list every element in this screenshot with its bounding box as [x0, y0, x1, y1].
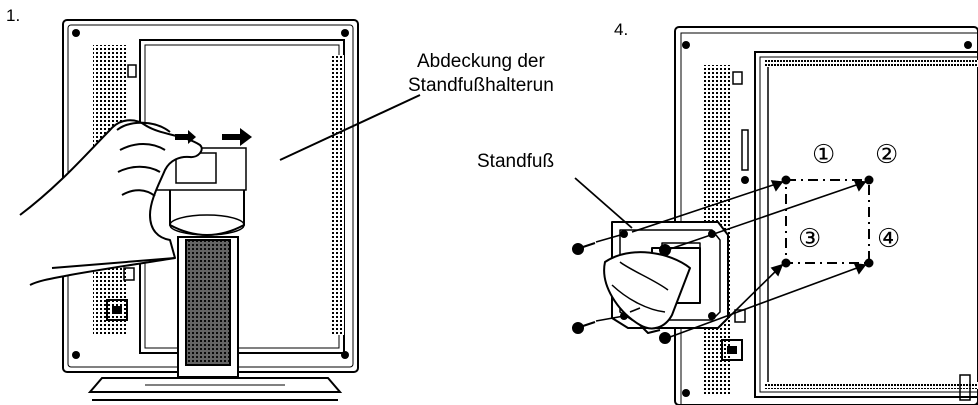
screw-number-1: ① — [812, 140, 836, 170]
cover-label-line2: Standfußhalterun — [408, 75, 554, 96]
screw-number-3: ③ — [798, 224, 822, 254]
mounting-holes — [781, 175, 874, 268]
stand-bracket — [603, 221, 729, 334]
cover-pointer-line — [279, 94, 421, 161]
screw-number-2: ② — [875, 140, 899, 170]
screw-number-4: ④ — [877, 224, 901, 254]
monitor-back-step4 — [674, 26, 978, 405]
cover-label-line1: Abdeckung der — [417, 51, 545, 72]
stand-label: Standfuß — [477, 151, 555, 172]
step-4-number: 4. — [614, 20, 629, 39]
screws — [572, 242, 671, 344]
hand-drawing — [19, 119, 203, 286]
slide-arrows — [175, 128, 252, 146]
assembly-arrows — [595, 180, 867, 338]
step-1-number: 1. — [6, 6, 21, 25]
stand-pointer-line — [574, 177, 633, 229]
